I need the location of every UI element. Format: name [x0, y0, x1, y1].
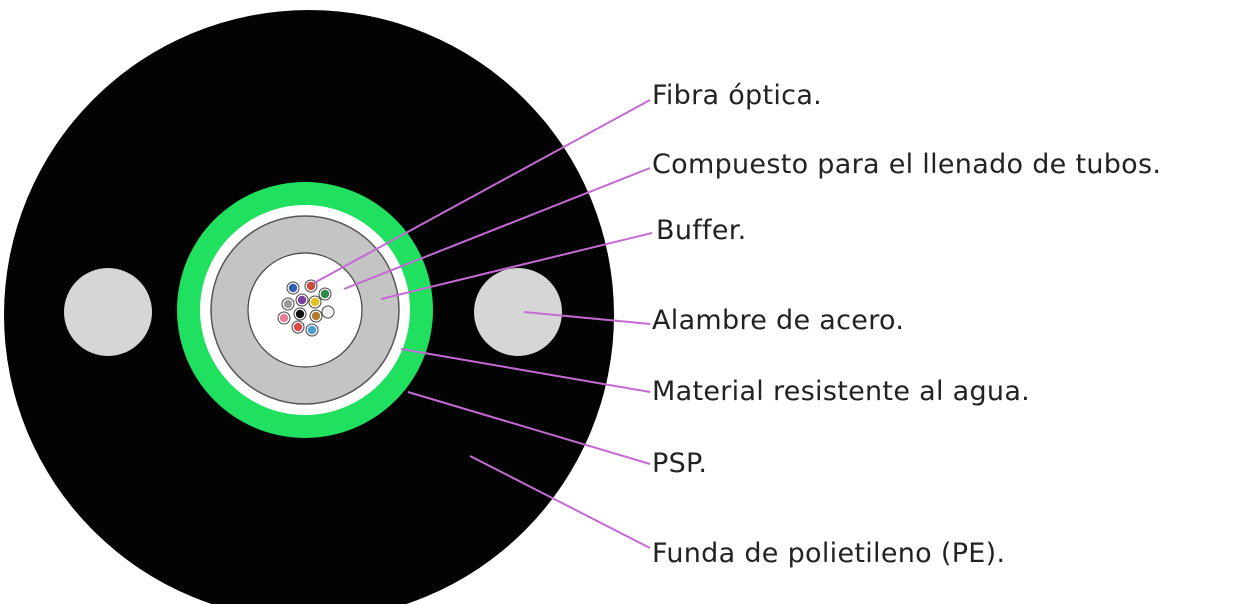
leader-line	[523, 311, 651, 325]
label-material-resistente-agua: Material resistente al agua.	[652, 376, 1031, 407]
steel-wire-left	[64, 268, 152, 356]
fiber-core	[311, 311, 321, 321]
fiber-core	[279, 313, 289, 323]
leader-line	[313, 99, 651, 284]
leader-line	[380, 232, 653, 300]
steel-wire-right	[474, 268, 562, 356]
fiber-core	[323, 307, 333, 317]
optical-fibers	[277, 279, 335, 337]
fiber-core	[288, 283, 298, 293]
label-compuesto-llenado: Compuesto para el llenado de tubos.	[652, 149, 1162, 180]
label-funda-polietileno: Funda de polietileno (PE).	[652, 538, 1006, 569]
label-psp: PSP.	[652, 448, 708, 479]
leader-line	[407, 391, 651, 465]
fiber-core	[297, 295, 307, 305]
leader-line	[343, 167, 651, 290]
fiber-core	[310, 297, 320, 307]
fiber-core	[293, 322, 303, 332]
fiber-core	[307, 325, 317, 335]
fiber-core	[295, 309, 305, 319]
leader-line	[469, 455, 651, 549]
label-buffer: Buffer.	[656, 215, 747, 246]
fiber-core	[306, 281, 316, 291]
fiber-core	[283, 299, 293, 309]
label-fibra-optica: Fibra óptica.	[652, 80, 823, 111]
leader-lines	[313, 99, 653, 549]
leader-line	[400, 348, 651, 393]
fiber-core	[320, 289, 330, 299]
label-alambre-acero: Alambre de acero.	[652, 305, 905, 336]
